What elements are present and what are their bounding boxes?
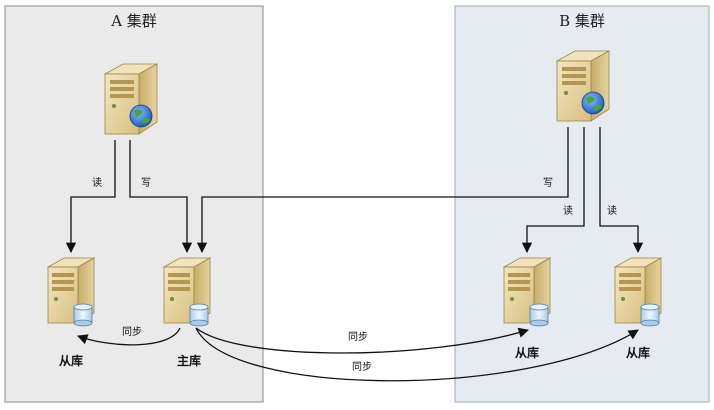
database-icon	[73, 303, 93, 327]
node-label-a-slave: 从库	[59, 353, 83, 368]
edge-b-read-1	[521, 127, 585, 254]
database-icon	[529, 303, 549, 327]
node-label-b-slave-1: 从库	[515, 345, 539, 360]
edge-a-write	[129, 140, 193, 254]
edge-label-a-read: 读	[92, 176, 102, 189]
edge-label-a-write: 写	[141, 177, 151, 189]
cluster-a-title: A 集群	[110, 12, 157, 30]
node-label-b-slave-2: 从库	[626, 345, 650, 360]
edges	[65, 127, 644, 382]
db-server-a-slave	[46, 257, 96, 327]
node-label-a-master: 主库	[177, 353, 201, 368]
db-server-b-slave-1	[502, 257, 552, 327]
edge-sync-b-slave-1	[195, 327, 529, 354]
edge-label-sync-b-slave-1: 同步	[348, 331, 368, 343]
server-icon	[502, 257, 552, 324]
db-server-b-slave-2	[613, 257, 663, 327]
edge-sync-b-slave-2	[195, 327, 639, 382]
app-server-a	[103, 63, 159, 135]
edge-b-read-2	[599, 127, 644, 254]
edge-sync-a-slave	[77, 327, 181, 346]
edge-label-sync-b-slave-2: 同步	[352, 361, 372, 373]
db-server-a-master	[162, 257, 212, 327]
edge-label-b-read-2: 读	[607, 204, 617, 217]
edge-label-b-write: 写	[543, 177, 553, 189]
globe-icon	[581, 91, 605, 115]
app-server-b	[555, 50, 611, 122]
cluster-b-title: B 集群	[559, 12, 605, 30]
edge-label-b-read-1: 读	[563, 204, 573, 217]
edge-b-write	[196, 127, 569, 254]
edge-label-sync-a-slave: 同步	[122, 326, 142, 338]
database-icon	[189, 303, 209, 327]
globe-icon	[129, 104, 153, 128]
database-icon	[640, 303, 660, 327]
edge-a-read	[65, 140, 116, 254]
